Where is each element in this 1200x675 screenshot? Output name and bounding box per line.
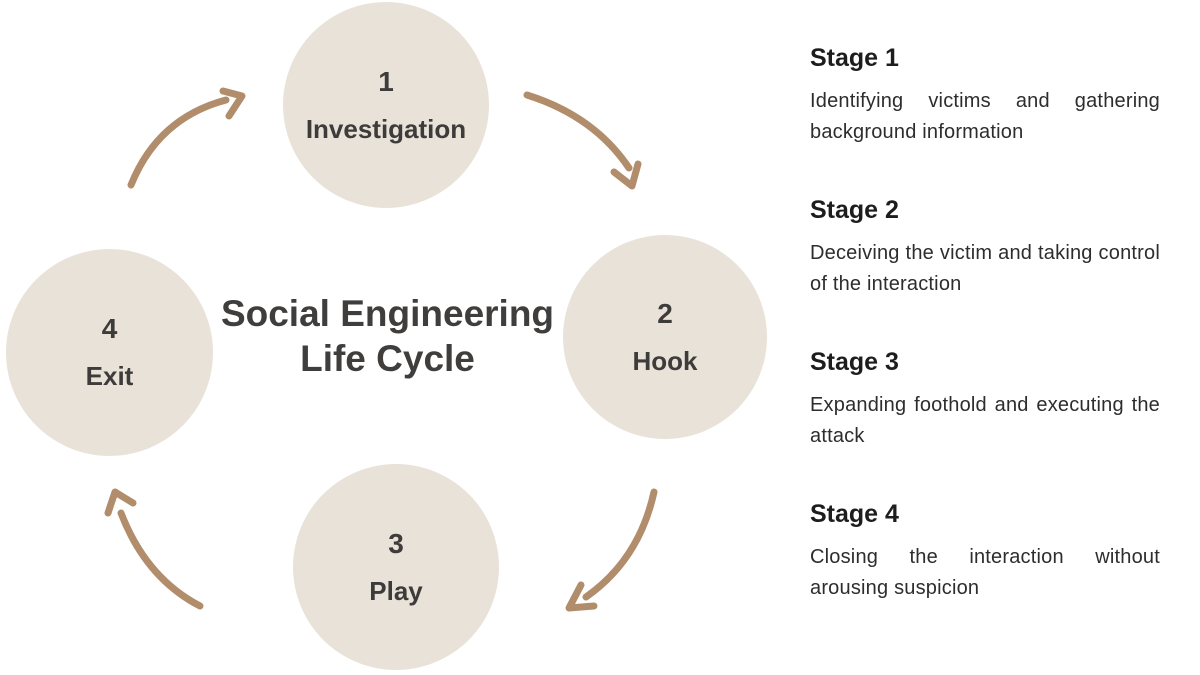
stage-description: Closing the interaction without arousing…: [810, 546, 1160, 599]
stage-block-4: Stage 4 Closing the interaction without …: [810, 500, 1160, 604]
stage-block-3: Stage 3 Expanding foothold and executing…: [810, 348, 1160, 452]
stage-node-play: 3 Play: [293, 464, 499, 670]
stage-heading: Stage 1: [810, 44, 899, 72]
diagram-title-line1: Social Engineering: [220, 293, 555, 334]
stage-description: Deceiving the victim and taking control …: [810, 242, 1160, 295]
node-label: Hook: [632, 345, 698, 376]
stage-heading: Stage 3: [810, 348, 899, 376]
stage-heading: Stage 2: [810, 196, 899, 224]
node-number: 2: [657, 297, 673, 329]
stage-node-exit: 4 Exit: [6, 249, 213, 456]
arrow-investigation-to-hook-icon: [523, 91, 642, 190]
cycle-arrows: [104, 87, 658, 612]
node-label: Play: [369, 575, 423, 606]
node-label: Investigation: [305, 113, 467, 144]
diagram-title-line2: Life Cycle: [300, 338, 475, 380]
node-number: 3: [388, 527, 404, 559]
arrow-exit-to-investigation-icon: [127, 87, 246, 189]
cycle-diagram: 1 Investigation 2 Hook 3 Play 4 Exit Soc…: [6, 2, 767, 670]
node-number: 1: [378, 65, 394, 97]
stage-descriptions-panel: Stage 1 Identifying victims and gatherin…: [810, 44, 1160, 652]
arrow-hook-to-play-icon: [565, 488, 658, 612]
node-label: Exit: [85, 361, 134, 391]
stage-description: Identifying victims and gathering backgr…: [810, 90, 1160, 143]
node-number: 4: [101, 313, 118, 344]
stage-block-1: Stage 1 Identifying victims and gatherin…: [810, 44, 1160, 148]
stage-heading: Stage 4: [810, 500, 899, 528]
stage-description: Expanding foothold and executing the att…: [810, 394, 1160, 447]
diagram-title: Social Engineering Life Cycle: [190, 291, 585, 381]
stage-block-2: Stage 2 Deceiving the victim and taking …: [810, 196, 1160, 300]
stage-node-hook: 2 Hook: [563, 235, 767, 439]
stage-node-investigation: 1 Investigation: [283, 2, 489, 208]
arrow-play-to-exit-icon: [104, 488, 204, 610]
